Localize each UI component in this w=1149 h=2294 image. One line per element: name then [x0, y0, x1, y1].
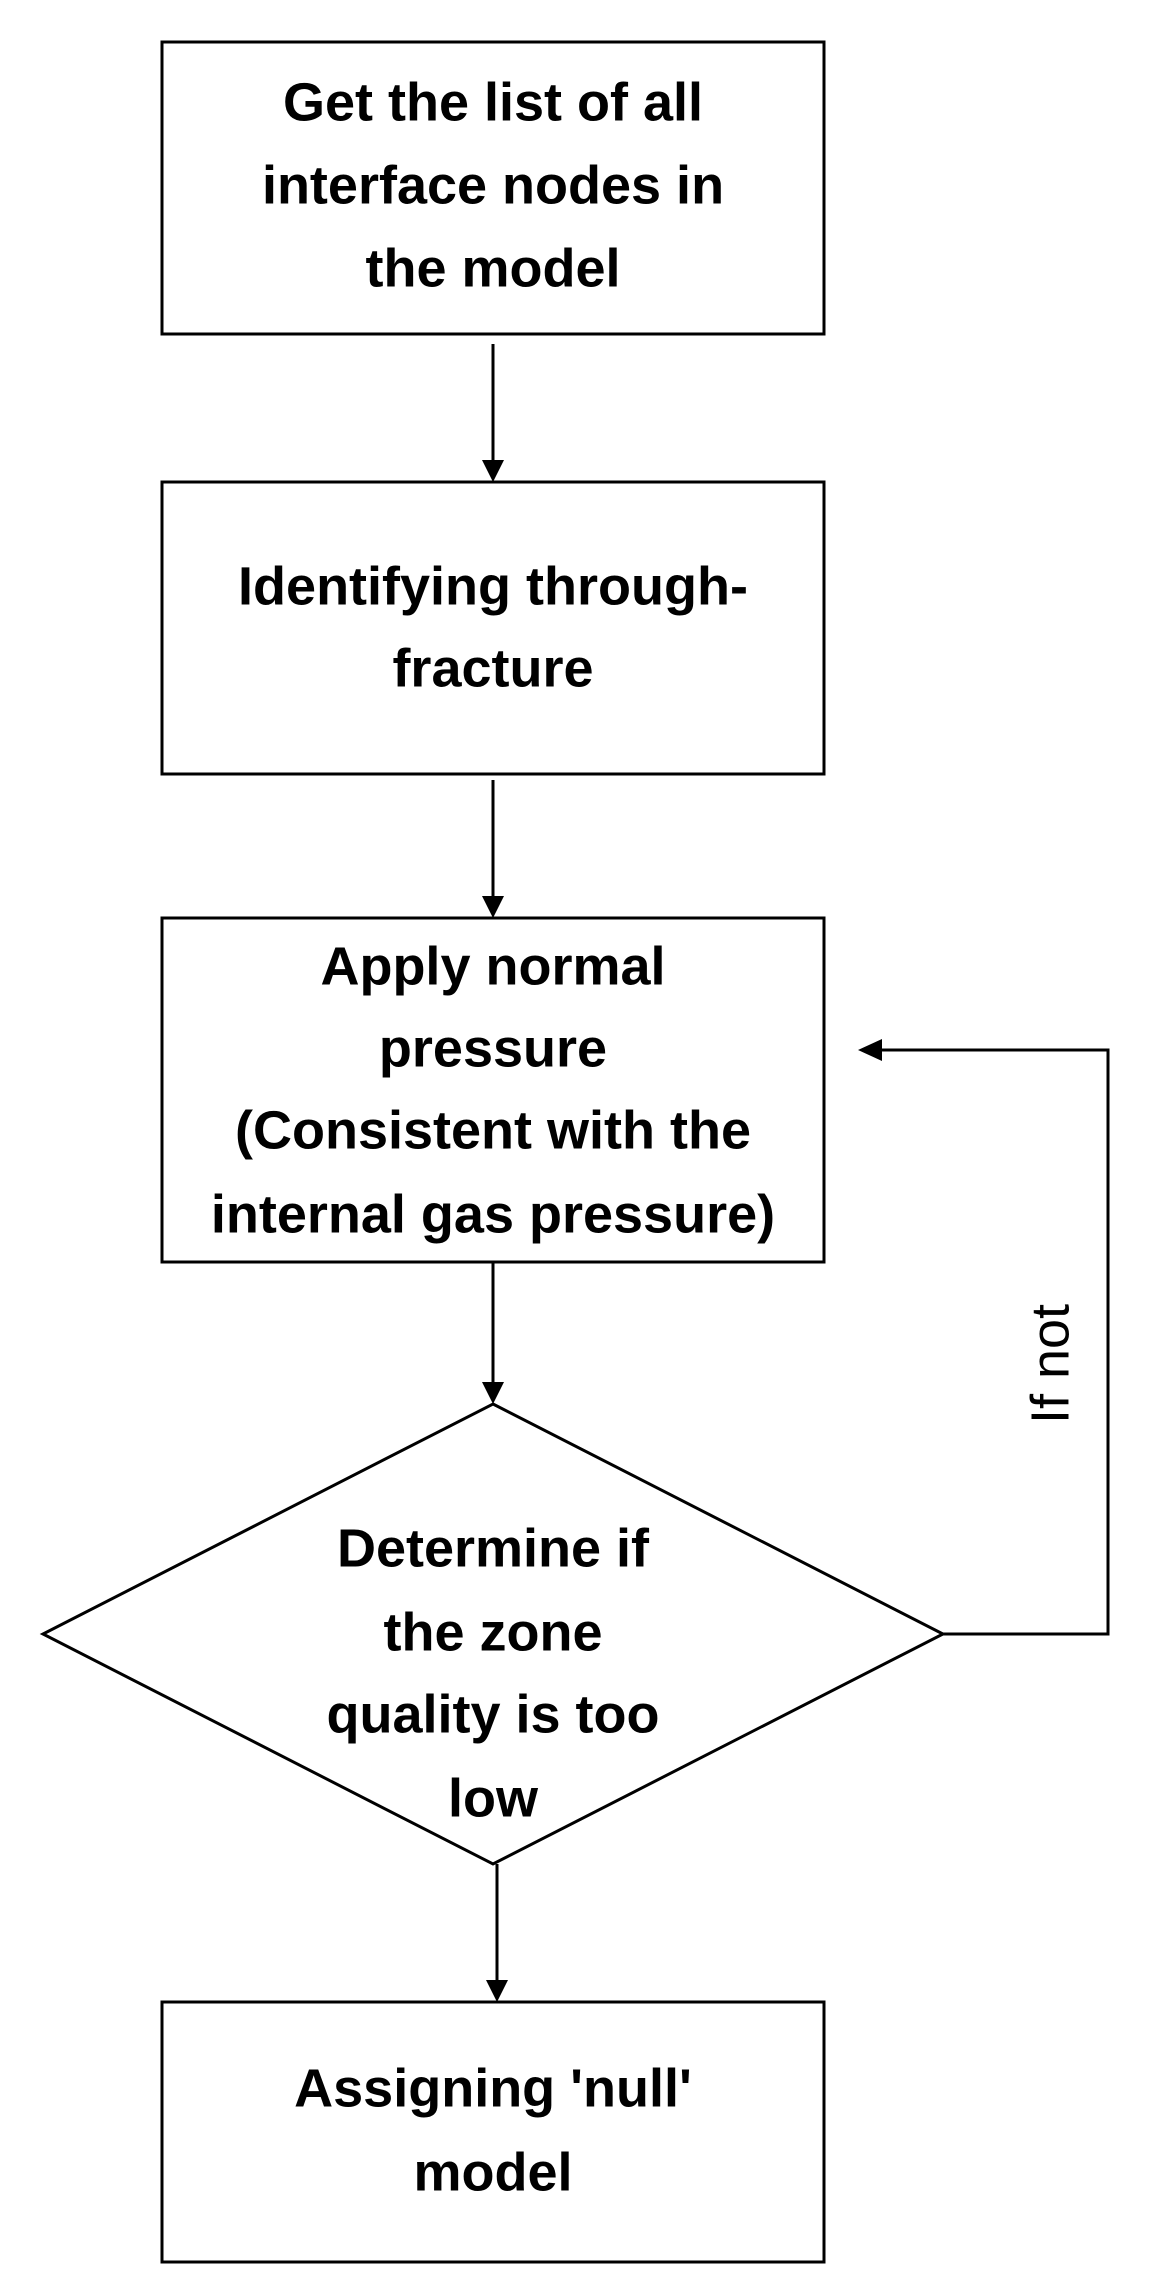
step-get-interface-nodes-line-3: the model [365, 238, 620, 298]
step-apply-normal-pressure-line-4: internal gas pressure) [211, 1184, 775, 1244]
step-apply-normal-pressure-line-1: Apply normal [320, 936, 665, 996]
step-apply-normal-pressure-box [160, 916, 826, 1264]
decision-zone-quality-line-3: quality is too [326, 1684, 659, 1744]
arrowhead-loop-to-step3 [858, 1039, 882, 1061]
step-identify-through-fracture-line-2: fracture [392, 638, 593, 698]
arrowhead-step2-to-step3 [482, 896, 504, 918]
step-assign-null-model-box [160, 2000, 826, 2264]
decision-zone-quality-line-2: the zone [383, 1602, 602, 1662]
step-get-interface-nodes-line-1: Get the list of all [283, 72, 703, 132]
loop-label-if-not: If not [1020, 1304, 1080, 1424]
decision-zone-quality-line-4: low [448, 1768, 539, 1828]
arrowhead-step1-to-step2 [482, 460, 504, 482]
step-assign-null-model-line-2: model [413, 2142, 572, 2202]
arrowhead-step3-to-decision [482, 1382, 504, 1404]
step-identify-through-fracture-line-1: Identifying through- [238, 556, 748, 616]
step-get-interface-nodes-line-2: interface nodes in [262, 155, 724, 215]
step-apply-normal-pressure-line-3: (Consistent with the [235, 1100, 751, 1160]
step-identify-through-fracture-box [160, 480, 826, 776]
arrowhead-decision-to-step4 [486, 1980, 508, 2002]
arrow-decision-loop-back [880, 1048, 1110, 1636]
decision-zone-quality-line-1: Determine if [337, 1518, 650, 1578]
step-apply-normal-pressure-line-2: pressure [379, 1018, 607, 1078]
decision-zone-quality-diamond [39, 1402, 947, 1866]
step-assign-null-model-line-1: Assigning 'null' [294, 2058, 692, 2118]
step-get-interface-nodes-box [160, 40, 826, 336]
